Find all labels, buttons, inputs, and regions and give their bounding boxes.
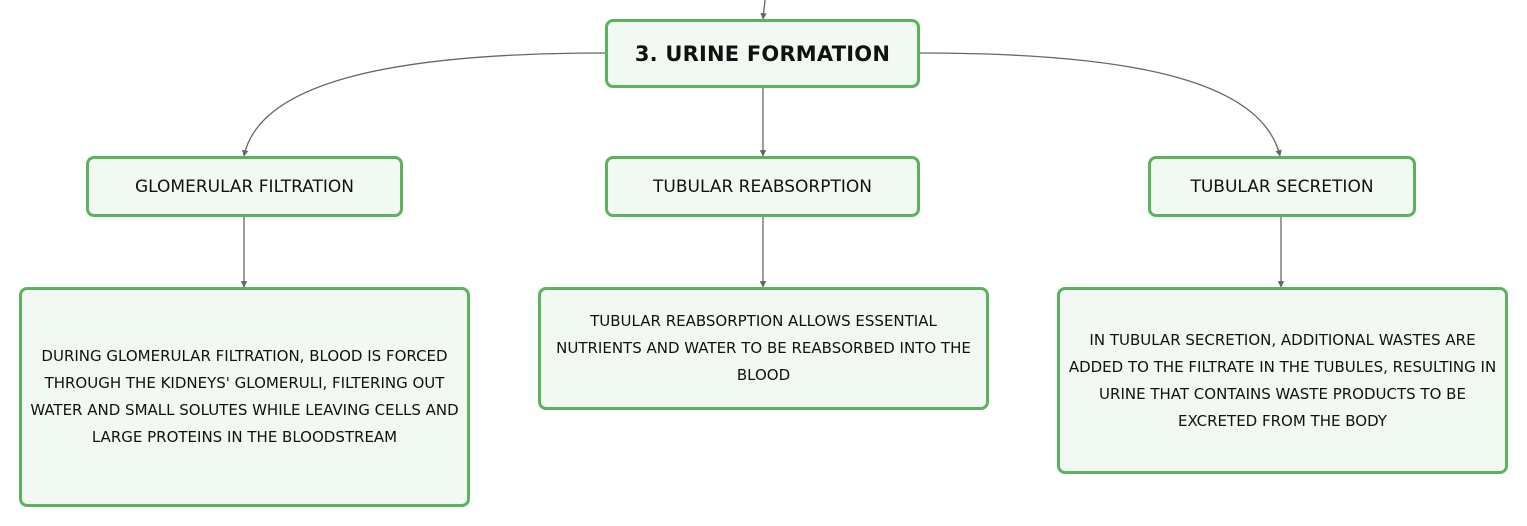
node-tubular-reabsorption[interactable]: TUBULAR REABSORPTION — [605, 156, 920, 217]
detail-glomerular-filtration[interactable]: DURING GLOMERULAR FILTRATION, BLOOD IS F… — [19, 287, 470, 507]
detail-text: IN TUBULAR SECRETION, ADDITIONAL WASTES … — [1068, 330, 1497, 430]
connector-root-secretion — [919, 52, 1282, 157]
incoming-connector — [760, 0, 767, 20]
node-label: TUBULAR REABSORPTION — [653, 176, 872, 197]
connector-root-glomerular — [242, 52, 606, 157]
node-label: GLOMERULAR FILTRATION — [134, 176, 355, 197]
node-glomerular-filtration[interactable]: GLOMERULAR FILTRATION — [86, 156, 403, 217]
detail-tubular-secretion[interactable]: IN TUBULAR SECRETION, ADDITIONAL WASTES … — [1057, 287, 1508, 474]
detail-text: DURING GLOMERULAR FILTRATION, BLOOD IS F… — [30, 347, 459, 446]
detail-tubular-reabsorption[interactable]: TUBULAR REABSORPTION ALLOWS ESSENTIAL NU… — [538, 287, 989, 410]
detail-text: TUBULAR REABSORPTION ALLOWS ESSENTIAL NU… — [556, 312, 971, 384]
root-node-urine-formation[interactable]: 3. URINE FORMATION — [605, 19, 920, 88]
node-label: TUBULAR SECRETION — [1190, 176, 1374, 197]
node-tubular-secretion[interactable]: TUBULAR SECRETION — [1148, 156, 1416, 217]
root-node-label: 3. URINE FORMATION — [634, 41, 891, 66]
